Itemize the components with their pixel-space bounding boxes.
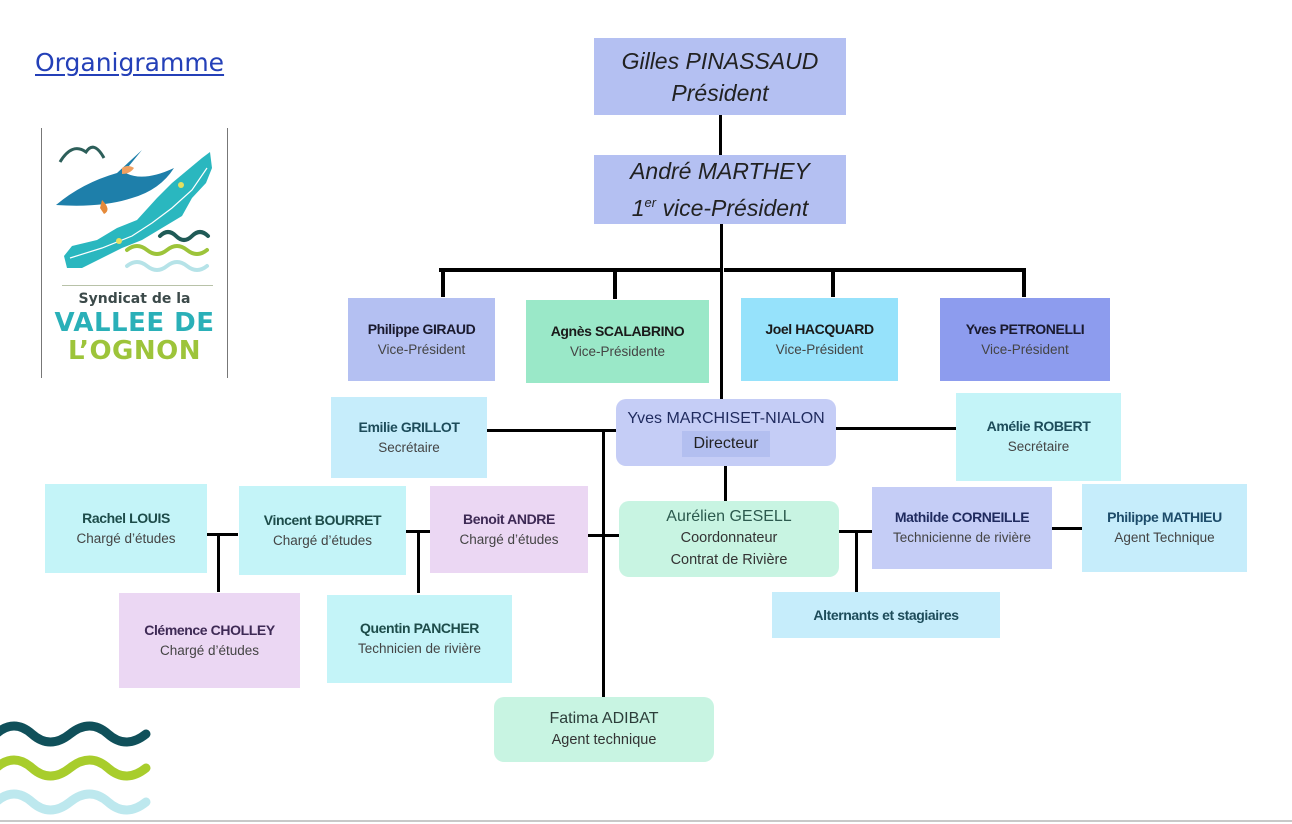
first-vp-role-prefix: 1 — [631, 195, 645, 221]
staff-name: Philippe MATHIEU — [1107, 509, 1222, 525]
connector-pancher — [417, 531, 420, 593]
staff-box-cholley[interactable]: Clémence CHOLLEY Chargé d’études — [119, 593, 300, 688]
connector-giraud — [441, 270, 445, 297]
staff-box-adibat[interactable]: Fatima ADIBAT Agent technique — [494, 697, 714, 762]
secretary-role: Secrétaire — [378, 439, 440, 455]
coordinator-name: Aurélien GESELL — [666, 508, 792, 525]
staff-name: Vincent BOURRET — [263, 511, 382, 528]
connector-cholley — [217, 534, 220, 592]
connector-president-vp1 — [719, 115, 722, 155]
staff-role: Chargé d’études — [159, 642, 260, 658]
staff-role: Agent technique — [551, 731, 657, 748]
connector-director-gesell — [724, 466, 727, 501]
staff-name: Benoit ANDRE — [463, 510, 555, 527]
vp-role: Vice-Président — [981, 341, 1069, 357]
staff-name: Quentin PANCHER — [360, 620, 479, 636]
staff-role: Technicien de rivière — [357, 641, 482, 656]
vp-box-petronelli[interactable]: Yves PETRONELLI Vice-Président — [940, 298, 1110, 381]
vp-box-giraud[interactable]: Philippe GIRAUD Vice-Président — [348, 298, 495, 381]
president-box[interactable]: Gilles PINASSAUD Président — [594, 38, 846, 115]
footer-divider — [0, 820, 1292, 822]
coordinator-role2: Contrat de Rivière — [670, 552, 788, 568]
connector-vp1-director — [720, 224, 723, 400]
connector-scalabrino — [613, 270, 617, 299]
organigramme-link[interactable]: Organigramme — [35, 48, 225, 77]
president-name: Gilles PINASSAUD — [621, 47, 819, 74]
vp-box-scalabrino[interactable]: Agnès SCALABRINO Vice-Présidente — [526, 300, 709, 383]
logo-subtitle: Syndicat de la — [78, 291, 191, 307]
connector-left-vertical — [602, 431, 605, 698]
staff-box-pancher[interactable]: Quentin PANCHER Technicien de rivière — [327, 595, 512, 683]
director-role: Directeur — [681, 430, 771, 457]
connector-bar-right — [724, 268, 1026, 272]
coordinator-box[interactable]: Aurélien GESELL Coordonnateur Contrat de… — [619, 501, 839, 577]
first-vp-name: André MARTHEY — [630, 158, 810, 184]
president-role: Président — [671, 79, 769, 106]
vp-role: Vice-Présidente — [569, 343, 666, 359]
first-vp-box[interactable]: André MARTHEY 1er vice-Président — [594, 155, 846, 224]
staff-role: Chargé d’études — [76, 530, 176, 546]
connector-corneille-mathieu — [1052, 527, 1082, 530]
secretary-box-grillot[interactable]: Emilie GRILLOT Secrétaire — [331, 397, 487, 478]
connector-andre-gesell — [588, 534, 620, 537]
staff-box-bourret[interactable]: Vincent BOURRET Chargé d’études — [239, 486, 406, 575]
secretary-name: Amélie ROBERT — [986, 418, 1091, 434]
connector-grillot — [487, 429, 617, 432]
staff-name: Rachel LOUIS — [82, 509, 170, 526]
first-vp-role-sup: er — [644, 195, 657, 210]
logo-line2: L’OGNON — [67, 336, 202, 366]
connector-interns — [855, 533, 858, 592]
first-vp-role: 1er vice-Président — [632, 187, 808, 224]
staff-name: Mathilde CORNEILLE — [894, 509, 1030, 525]
staff-box-andre[interactable]: Benoit ANDRE Chargé d’études — [430, 486, 588, 573]
staff-role: Agent Technique — [1114, 530, 1215, 545]
vp-role: Vice-Président — [377, 341, 466, 357]
decorative-waves-icon — [0, 721, 151, 815]
vp-name: Yves PETRONELLI — [965, 320, 1085, 337]
secretary-role: Secrétaire — [1007, 439, 1070, 454]
staff-role: Technicienne de rivière — [892, 530, 1032, 545]
connector-hacquard — [831, 270, 835, 297]
connector-robert — [836, 427, 956, 430]
staff-role: Chargé d’études — [459, 531, 559, 547]
secretary-box-robert[interactable]: Amélie ROBERT Secrétaire — [956, 393, 1121, 481]
connector-petronelli — [1022, 270, 1026, 297]
staff-box-corneille[interactable]: Mathilde CORNEILLE Technicienne de riviè… — [872, 487, 1052, 569]
connector-louis-bourret — [203, 533, 238, 536]
syndicat-logo: Syndicat de la VALLEE DE L’OGNON — [41, 128, 228, 378]
director-box[interactable]: Yves MARCHISET-NIALON Directeur — [616, 399, 836, 466]
interns-label: Alternants et stagiaires — [813, 607, 959, 623]
logo-line1: VALLEE DE — [54, 308, 215, 338]
vp-name: Joel HACQUARD — [765, 320, 874, 337]
staff-name: Fatima ADIBAT — [549, 709, 659, 727]
staff-box-louis[interactable]: Rachel LOUIS Chargé d’études — [45, 484, 207, 573]
coordinator-role: Coordonnateur — [680, 530, 778, 546]
connector-gesell-corneille — [839, 530, 872, 533]
first-vp-role-rest: vice-Président — [656, 195, 809, 221]
connector-bar-left — [439, 268, 722, 272]
vp-name: Philippe GIRAUD — [367, 320, 476, 337]
vp-name: Agnès SCALABRINO — [550, 322, 685, 339]
vp-role: Vice-Président — [775, 341, 864, 357]
staff-name: Clémence CHOLLEY — [144, 621, 275, 638]
logo-divider — [62, 285, 213, 286]
director-name: Yves MARCHISET-NIALON — [627, 409, 825, 427]
kingfisher-river-map-icon — [56, 145, 212, 272]
staff-role: Chargé d’études — [272, 532, 373, 548]
interns-box[interactable]: Alternants et stagiaires — [772, 592, 1000, 638]
staff-box-mathieu[interactable]: Philippe MATHIEU Agent Technique — [1082, 484, 1247, 572]
secretary-name: Emilie GRILLOT — [358, 418, 460, 435]
vp-box-hacquard[interactable]: Joel HACQUARD Vice-Président — [741, 298, 898, 381]
